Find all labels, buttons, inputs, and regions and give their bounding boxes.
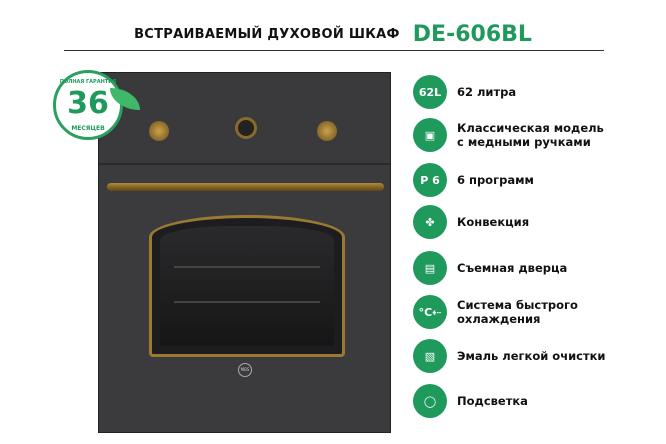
page-title: ВСТРАИВАЕМЫЙ ДУХОВОЙ ШКАФ DE-606BL <box>0 22 666 47</box>
removable-door-icon: ▤ <box>413 251 447 285</box>
feature-label: 62 литра <box>457 85 516 99</box>
feature-item: ✤ Конвекция <box>413 205 653 239</box>
feature-item: ◯ Подсветка <box>413 384 653 418</box>
feature-item: 62L 62 литра <box>413 75 653 109</box>
warranty-top: ПОЛНАЯ ГАРАНТИЯ <box>59 79 117 85</box>
feature-item: ▤ Съемная дверца <box>413 251 653 285</box>
warranty-number: 36 <box>67 86 109 121</box>
warranty-badge: ПОЛНАЯ ГАРАНТИЯ 36 МЕСЯЦЕВ <box>53 70 123 140</box>
feature-line: Система быстрого <box>457 298 578 312</box>
fast-cooling-icon: °C⇠ <box>413 295 447 329</box>
model-name: DE-606BL <box>412 22 532 47</box>
feature-line: Подсветка <box>457 394 528 408</box>
oven-image: MBS <box>98 72 391 433</box>
feature-label: Подсветка <box>457 394 528 408</box>
classic-oven-icon: ▣ <box>413 118 447 152</box>
feature-line: 6 программ <box>457 173 534 187</box>
feature-label: Эмаль легкой очистки <box>457 349 606 363</box>
feature-line: 62 литра <box>457 85 517 99</box>
left-knob <box>149 121 169 141</box>
programs-icon: P 6 <box>413 163 447 197</box>
feature-line: Классическая модель <box>457 121 604 135</box>
feature-label: Конвекция <box>457 215 529 229</box>
brand-logo: MBS <box>238 363 252 377</box>
feature-line: Конвекция <box>457 215 530 229</box>
convection-fan-icon: ✤ <box>413 205 447 239</box>
feature-line: Эмаль легкой очистки <box>457 349 606 363</box>
feature-line: охлаждения <box>457 312 541 326</box>
door-handle <box>107 183 384 191</box>
control-panel <box>99 73 390 165</box>
feature-item: P 6 6 программ <box>413 163 653 197</box>
timer-dial <box>235 117 257 139</box>
title-prefix: ВСТРАИВАЕМЫЙ ДУХОВОЙ ШКАФ <box>134 27 400 42</box>
light-bulb-icon: ◯ <box>413 384 447 418</box>
feature-label: 6 программ <box>457 173 534 187</box>
easy-clean-enamel-icon: ▧ <box>413 339 447 373</box>
feature-label: Съемная дверца <box>457 261 567 275</box>
warranty-bottom: МЕСЯЦЕВ <box>71 125 105 132</box>
right-knob <box>317 121 337 141</box>
capacity-62l-icon: 62L <box>413 75 447 109</box>
divider <box>64 50 604 51</box>
feature-line: Съемная дверца <box>457 261 568 275</box>
feature-item: ▧ Эмаль легкой очистки <box>413 339 653 373</box>
door-window <box>149 215 345 357</box>
feature-line: с медными ручками <box>457 135 591 149</box>
